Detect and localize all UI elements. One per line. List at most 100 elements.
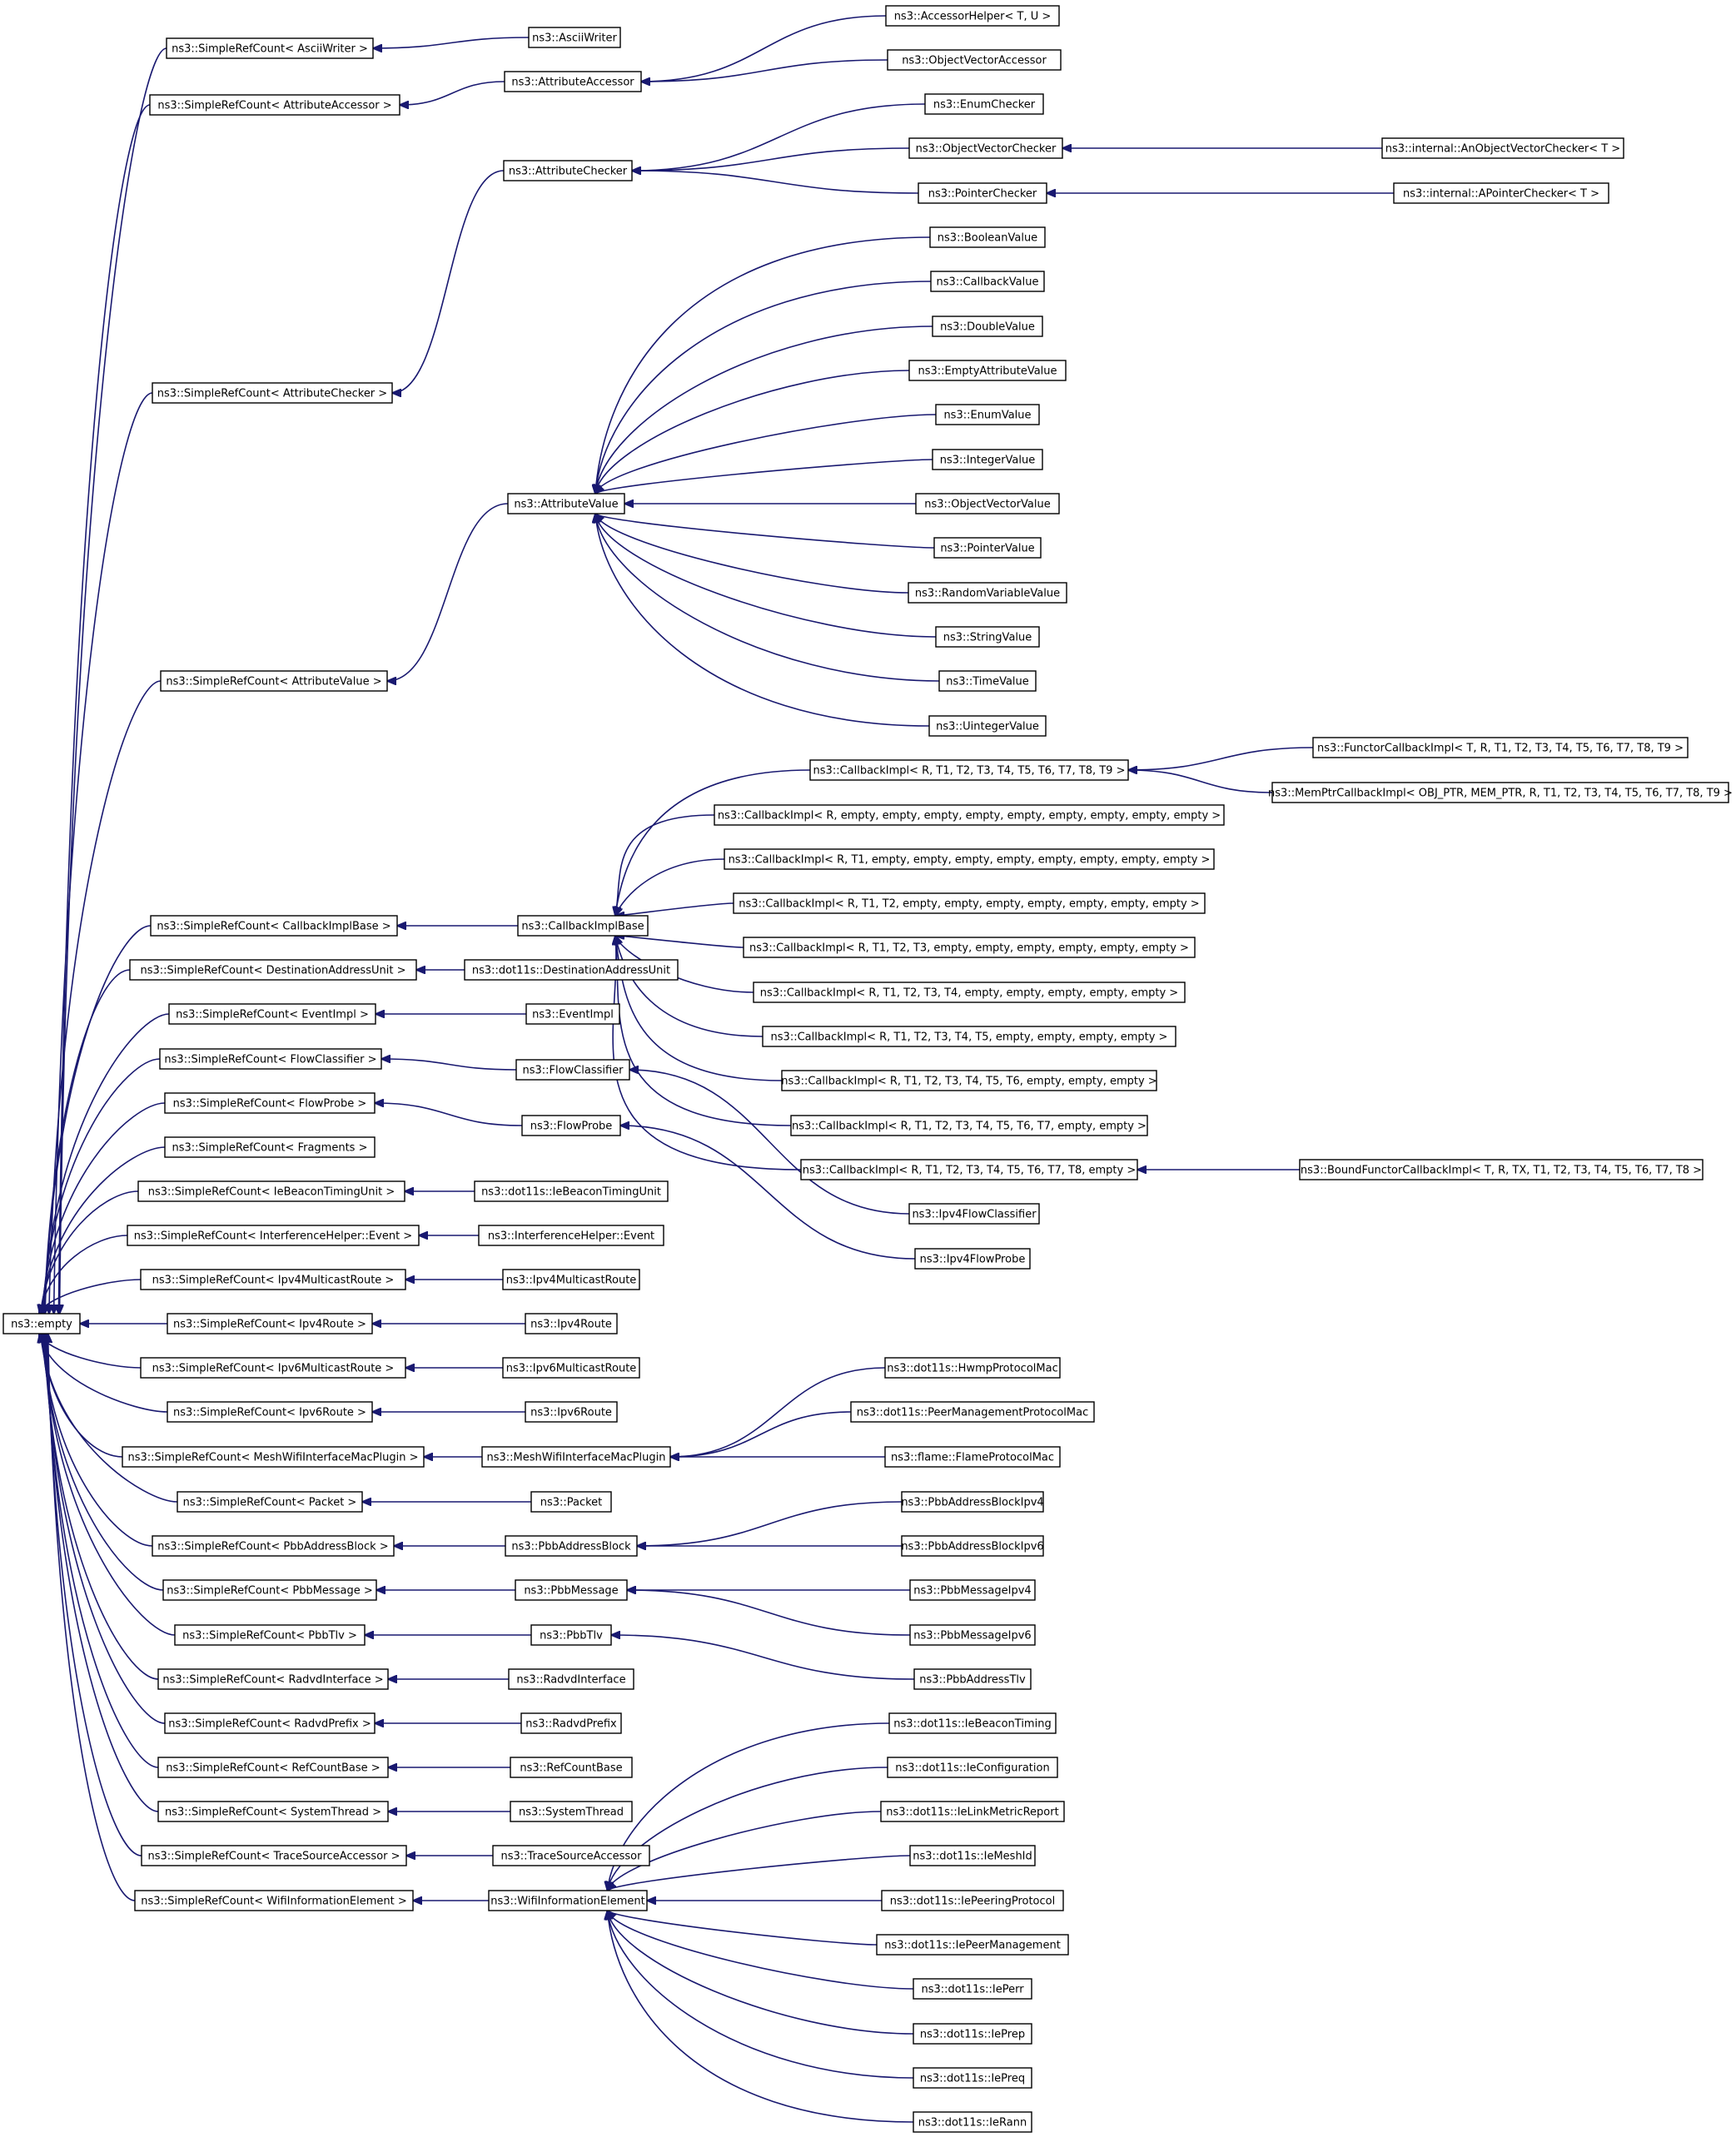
class-node-iepeeringprotocol[interactable]: ns3::dot11s::IePeeringProtocol: [881, 1890, 1064, 1911]
class-node-asciiwriter[interactable]: ns3::AsciiWriter: [528, 27, 621, 48]
class-node-objvectorvalue[interactable]: ns3::ObjectVectorValue: [915, 493, 1060, 514]
class-node-booleanvalue[interactable]: ns3::BooleanValue: [929, 226, 1046, 248]
class-node-callbackvalue[interactable]: ns3::CallbackValue: [930, 271, 1045, 292]
class-node-src-refcountbase[interactable]: ns3::SimpleRefCount< RefCountBase >: [157, 1757, 389, 1778]
class-node-cbimpl-7[interactable]: ns3::CallbackImpl< R, T1, T2, T3, T4, T5…: [790, 1115, 1148, 1136]
class-node-systemthread[interactable]: ns3::SystemThread: [510, 1801, 633, 1822]
class-node-iepreq[interactable]: ns3::dot11s::IePreq: [913, 2067, 1032, 2089]
class-node-pbbaddressblockipv4[interactable]: ns3::PbbAddressBlockIpv4: [901, 1491, 1044, 1513]
class-node-packet[interactable]: ns3::Packet: [530, 1491, 612, 1513]
class-node-peermgmtprotocolmac[interactable]: ns3::dot11s::PeerManagementProtocolMac: [850, 1401, 1095, 1423]
class-node-enumvalue[interactable]: ns3::EnumValue: [935, 404, 1040, 425]
class-node-timevalue[interactable]: ns3::TimeValue: [938, 670, 1037, 692]
class-node-enumchecker[interactable]: ns3::EnumChecker: [924, 93, 1044, 115]
class-node-radvdinterface[interactable]: ns3::RadvdInterface: [508, 1668, 634, 1690]
class-node-src-ipv6route[interactable]: ns3::SimpleRefCount< Ipv6Route >: [167, 1401, 373, 1423]
class-node-radvdprefix[interactable]: ns3::RadvdPrefix: [520, 1712, 622, 1734]
class-node-pbbaddressblock[interactable]: ns3::PbbAddressBlock: [505, 1535, 638, 1557]
class-node-cbimpl-full[interactable]: ns3::CallbackImpl< R, T1, T2, T3, T4, T5…: [809, 759, 1129, 781]
class-node-objvectorchecker[interactable]: ns3::ObjectVectorChecker: [908, 137, 1063, 159]
class-node-memptrcbimpl[interactable]: ns3::MemPtrCallbackImpl< OBJ_PTR, MEM_PT…: [1268, 782, 1733, 803]
class-node-iemeshid[interactable]: ns3::dot11s::IeMeshId: [909, 1845, 1036, 1866]
class-node-src-pbbmessage[interactable]: ns3::SimpleRefCount< PbbMessage >: [162, 1579, 377, 1601]
class-node-pointervalue[interactable]: ns3::PointerValue: [933, 537, 1042, 559]
class-node-ieconfiguration[interactable]: ns3::dot11s::IeConfiguration: [887, 1757, 1058, 1778]
class-node-pbbaddressblockipv6[interactable]: ns3::PbbAddressBlockIpv6: [901, 1535, 1044, 1557]
class-node-src-systemthread[interactable]: ns3::SimpleRefCount< SystemThread >: [157, 1801, 389, 1822]
class-node-ipv4flowclassifier[interactable]: ns3::Ipv4FlowClassifier: [908, 1203, 1040, 1225]
class-node-wifiinfoelement[interactable]: ns3::WifiInformationElement: [488, 1890, 648, 1911]
class-node-flowprobe[interactable]: ns3::FlowProbe: [521, 1115, 621, 1136]
class-node-empty[interactable]: ns3::empty: [2, 1313, 81, 1334]
class-node-src-iebeacontimingunit[interactable]: ns3::SimpleRefCount< IeBeaconTimingUnit …: [137, 1180, 405, 1202]
class-node-ipv4flowprobe[interactable]: ns3::Ipv4FlowProbe: [914, 1248, 1031, 1270]
class-node-attrchecker[interactable]: ns3::AttributeChecker: [503, 160, 633, 181]
class-node-src-interferenceevent[interactable]: ns3::SimpleRefCount< InterferenceHelper:…: [127, 1225, 420, 1246]
class-node-refcountbase[interactable]: ns3::RefCountBase: [510, 1757, 633, 1778]
class-node-pointerchecker[interactable]: ns3::PointerChecker: [918, 182, 1047, 204]
class-node-objvectoraccessor[interactable]: ns3::ObjectVectorAccessor: [887, 49, 1062, 71]
class-node-cbimpl-8[interactable]: ns3::CallbackImpl< R, T1, T2, T3, T4, T5…: [800, 1159, 1138, 1180]
class-node-uintegervalue[interactable]: ns3::UintegerValue: [928, 715, 1047, 737]
class-node-ierann[interactable]: ns3::dot11s::IeRann: [913, 2111, 1032, 2133]
class-node-meshwifimacplugin[interactable]: ns3::MeshWifiInterfaceMacPlugin: [481, 1446, 671, 1468]
class-node-cbimpl-6[interactable]: ns3::CallbackImpl< R, T1, T2, T3, T4, T5…: [781, 1070, 1157, 1091]
class-node-hwmpprotocolmac[interactable]: ns3::dot11s::HwmpProtocolMac: [884, 1357, 1061, 1379]
class-node-src-meshwifimacplugin[interactable]: ns3::SimpleRefCount< MeshWifiInterfaceMa…: [122, 1446, 425, 1468]
class-node-attrvalue[interactable]: ns3::AttributeValue: [507, 493, 625, 514]
class-node-ipv6multicastroute[interactable]: ns3::Ipv6MulticastRoute: [502, 1357, 640, 1379]
class-node-src-attrchecker[interactable]: ns3::SimpleRefCount< AttributeChecker >: [152, 382, 393, 404]
class-node-callbackimplbase[interactable]: ns3::CallbackImplBase: [517, 915, 649, 937]
class-node-pbbaddresstlv[interactable]: ns3::PbbAddressTlv: [913, 1668, 1032, 1690]
class-node-cbimpl-4[interactable]: ns3::CallbackImpl< R, T1, T2, T3, T4, em…: [753, 982, 1186, 1003]
class-node-ieperr[interactable]: ns3::dot11s::IePerr: [913, 1978, 1032, 2000]
class-node-src-ipv4multicastroute[interactable]: ns3::SimpleRefCount< Ipv4MulticastRoute …: [140, 1269, 406, 1290]
class-node-src-radvdprefix[interactable]: ns3::SimpleRefCount< RadvdPrefix >: [164, 1712, 376, 1734]
class-node-src-ipv6multicastroute[interactable]: ns3::SimpleRefCount< Ipv6MulticastRoute …: [140, 1357, 406, 1379]
class-node-pbbmessageipv4[interactable]: ns3::PbbMessageIpv4: [909, 1579, 1036, 1601]
class-node-tracesourceaccessor[interactable]: ns3::TraceSourceAccessor: [492, 1845, 650, 1866]
class-node-emptyattrvalue[interactable]: ns3::EmptyAttributeValue: [908, 360, 1067, 381]
class-node-src-radvdinterface[interactable]: ns3::SimpleRefCount< RadvdInterface >: [157, 1668, 389, 1690]
class-node-src-ipv4route[interactable]: ns3::SimpleRefCount< Ipv4Route >: [167, 1313, 373, 1334]
class-node-src-pbbtlv[interactable]: ns3::SimpleRefCount< PbbTlv >: [174, 1624, 366, 1646]
class-node-stringvalue[interactable]: ns3::StringValue: [935, 626, 1040, 648]
class-node-anobjvectorchecker[interactable]: ns3::internal::AnObjectVectorChecker< T …: [1381, 137, 1624, 159]
class-node-randomvarvalue[interactable]: ns3::RandomVariableValue: [908, 582, 1067, 604]
class-node-apointerchecker[interactable]: ns3::internal::APointerChecker< T >: [1393, 182, 1609, 204]
class-node-functorcbimpl[interactable]: ns3::FunctorCallbackImpl< T, R, T1, T2, …: [1312, 737, 1689, 758]
class-node-src-asciiwriter[interactable]: ns3::SimpleRefCount< AsciiWriter >: [166, 37, 374, 59]
class-node-src-fragments[interactable]: ns3::SimpleRefCount< Fragments >: [164, 1136, 376, 1158]
class-node-src-callbackimplbase[interactable]: ns3::SimpleRefCount< CallbackImplBase >: [150, 915, 398, 937]
class-node-src-eventimpl[interactable]: ns3::SimpleRefCount< EventImpl >: [168, 1003, 376, 1025]
class-node-interferenceevent[interactable]: ns3::InterferenceHelper::Event: [478, 1225, 664, 1246]
class-node-destaddrunit[interactable]: ns3::dot11s::DestinationAddressUnit: [464, 959, 679, 981]
class-node-src-wifiinfoelement[interactable]: ns3::SimpleRefCount< WifiInformationElem…: [134, 1890, 414, 1911]
class-node-accessorhelper[interactable]: ns3::AccessorHelper< T, U >: [885, 5, 1060, 27]
class-node-doublevalue[interactable]: ns3::DoubleValue: [932, 316, 1043, 337]
class-node-src-attrvalue[interactable]: ns3::SimpleRefCount< AttributeValue >: [160, 670, 388, 692]
class-node-eventimpl[interactable]: ns3::EventImpl: [525, 1003, 620, 1025]
class-node-iepeermanagement[interactable]: ns3::dot11s::IePeerManagement: [876, 1934, 1069, 1956]
class-node-src-tracesourceaccessor[interactable]: ns3::SimpleRefCount< TraceSourceAccessor…: [141, 1845, 407, 1866]
class-node-ipv4route[interactable]: ns3::Ipv4Route: [525, 1313, 618, 1334]
class-node-src-destaddrunit[interactable]: ns3::SimpleRefCount< DestinationAddressU…: [129, 959, 417, 981]
class-node-cbimpl-1[interactable]: ns3::CallbackImpl< R, T1, empty, empty, …: [724, 848, 1215, 870]
class-node-pbbtlv[interactable]: ns3::PbbTlv: [530, 1624, 612, 1646]
class-node-iebeacontiming[interactable]: ns3::dot11s::IeBeaconTiming: [888, 1712, 1057, 1734]
class-node-pbbmessageipv6[interactable]: ns3::PbbMessageIpv6: [909, 1624, 1036, 1646]
class-node-ipv6route[interactable]: ns3::Ipv6Route: [525, 1401, 618, 1423]
class-node-integervalue[interactable]: ns3::IntegerValue: [932, 449, 1043, 470]
class-node-ieprep[interactable]: ns3::dot11s::IePrep: [913, 2023, 1032, 2045]
class-node-attraccessor[interactable]: ns3::AttributeAccessor: [504, 71, 642, 92]
class-node-src-flowprobe[interactable]: ns3::SimpleRefCount< FlowProbe >: [164, 1092, 376, 1114]
class-node-cbimpl-5[interactable]: ns3::CallbackImpl< R, T1, T2, T3, T4, T5…: [762, 1026, 1176, 1047]
class-node-iebeacontimingunit[interactable]: ns3::dot11s::IeBeaconTimingUnit: [474, 1180, 669, 1202]
class-node-cbimpl-3[interactable]: ns3::CallbackImpl< R, T1, T2, T3, empty,…: [743, 937, 1196, 958]
class-node-ipv4multicastroute[interactable]: ns3::Ipv4MulticastRoute: [502, 1269, 640, 1290]
class-node-src-pbbaddressblock[interactable]: ns3::SimpleRefCount< PbbAddressBlock >: [152, 1535, 395, 1557]
class-node-ielinkmetricreport[interactable]: ns3::dot11s::IeLinkMetricReport: [880, 1801, 1065, 1822]
class-node-src-attraccessor[interactable]: ns3::SimpleRefCount< AttributeAccessor >: [149, 94, 400, 116]
class-node-src-flowclassifier[interactable]: ns3::SimpleRefCount< FlowClassifier >: [159, 1048, 382, 1070]
class-node-flameprotocolmac[interactable]: ns3::flame::FlameProtocolMac: [884, 1446, 1061, 1468]
